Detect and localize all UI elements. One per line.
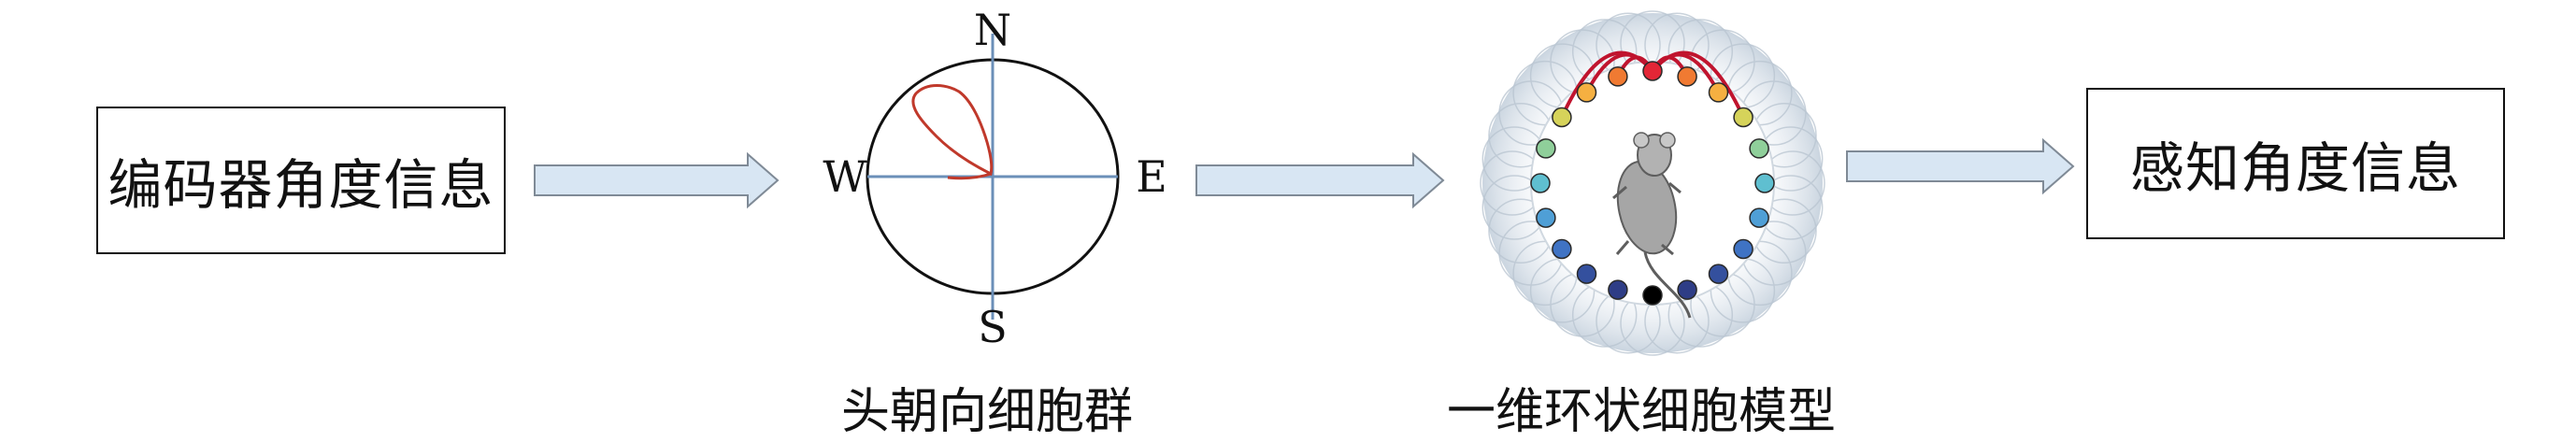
perceived-angle-info-label: 感知角度信息 (2129, 136, 2461, 200)
rat-body (1616, 160, 1678, 255)
tuning-curve-tail (947, 172, 992, 180)
flow-arrow-3 (1846, 137, 2075, 195)
ring-neuron (1530, 173, 1551, 193)
rat-ear-right (1659, 132, 1676, 149)
ring-neuron (1733, 238, 1753, 260)
compass-west-label: W (823, 151, 867, 202)
ring-neuron (1576, 82, 1597, 103)
flow-arrow-2 (1195, 151, 1445, 209)
ring-neuron (1677, 66, 1697, 87)
ring-neuron (1642, 61, 1663, 81)
rat-tail (1643, 251, 1692, 319)
ring-neuron (1708, 82, 1729, 103)
rat-forelegs (1612, 181, 1682, 200)
ring-neuron (1677, 279, 1697, 300)
ring-neuron (1754, 173, 1775, 193)
compass-north-label: N (974, 5, 1011, 55)
rat-illustration (1612, 132, 1692, 319)
ring-neuron (1708, 264, 1729, 284)
ring-neuron (1552, 107, 1572, 128)
ring-neuron (1733, 107, 1753, 128)
head-direction-compass: N S W E (823, 5, 1166, 352)
rat-hindlegs (1615, 240, 1674, 256)
compass-east-label: E (1136, 151, 1167, 202)
ring-neuron (1642, 285, 1663, 306)
tuning-curve (911, 84, 994, 177)
ring-model-label: 一维环状细胞模型 (1447, 384, 1837, 440)
ring-neuron (1608, 66, 1628, 87)
ring-model (1480, 10, 1825, 356)
rat-ear-left (1633, 132, 1650, 149)
ring-neuron (1536, 138, 1556, 159)
head-direction-cells-label: 头朝向细胞群 (841, 384, 1134, 440)
ring-neuron (1536, 207, 1556, 228)
ring-neurons (1530, 61, 1775, 306)
ring-neuron (1576, 264, 1597, 284)
encoder-angle-info-box: 编码器角度信息 (96, 107, 506, 254)
perceived-angle-info-box: 感知角度信息 (2086, 88, 2505, 239)
ring-neuron (1749, 207, 1769, 228)
ring-connection-arc (1560, 50, 1654, 119)
ring-neuron (1552, 238, 1572, 260)
compass-south-label: S (978, 302, 1008, 352)
flow-arrow-1 (534, 151, 780, 209)
encoder-angle-info-label: 编码器角度信息 (107, 153, 494, 217)
ring-connection-arc (1651, 50, 1745, 119)
ring-neuron (1749, 138, 1769, 159)
ring-neuron (1608, 279, 1628, 300)
